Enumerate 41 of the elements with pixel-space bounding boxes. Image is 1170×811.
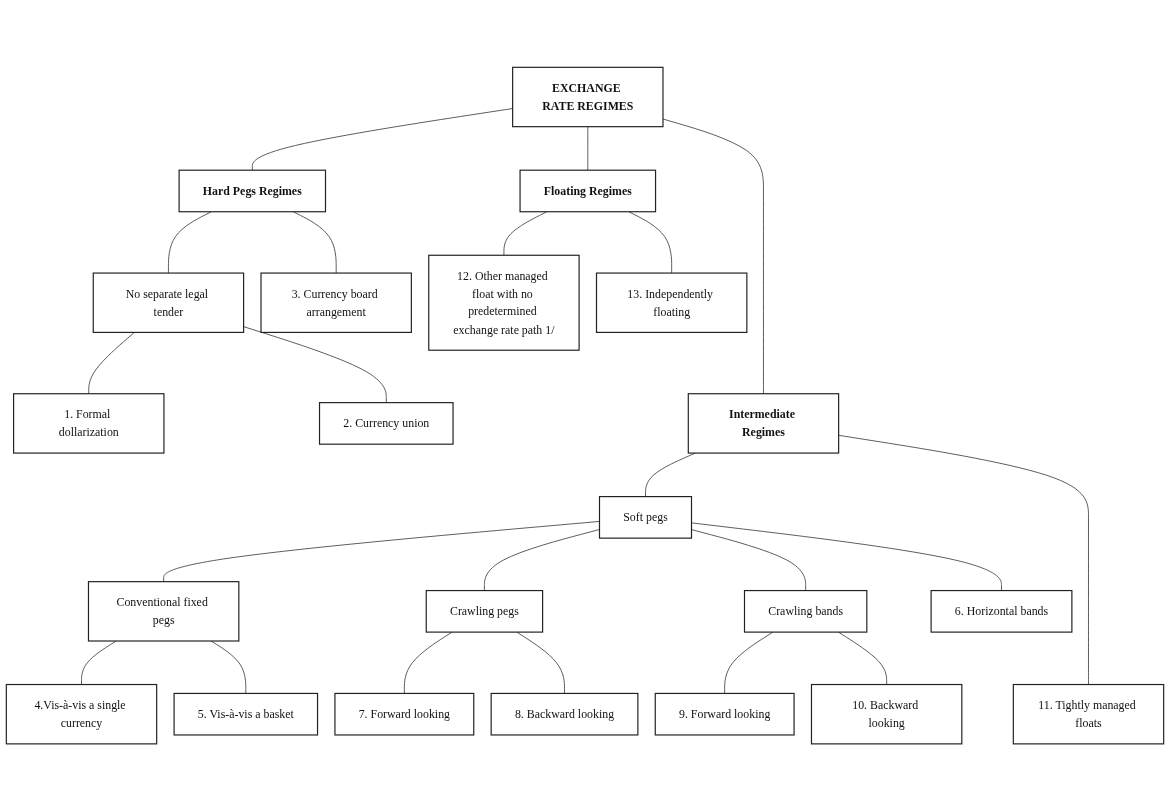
- node-box: Conventional fixed pegs: [87, 580, 240, 642]
- node-box: Crawling bands: [743, 589, 868, 633]
- node-box: 11. Tightly managed floats: [1012, 683, 1165, 745]
- connector: [838, 434, 1089, 685]
- connector: [691, 529, 807, 591]
- connector: [724, 631, 774, 694]
- node-box: 2. Currency union: [318, 401, 454, 445]
- node-box: EXCHANGE RATE REGIMES: [512, 66, 664, 128]
- node-box: Hard Pegs Regimes: [178, 169, 327, 213]
- node-box: 1. Formal dollarization: [13, 393, 165, 454]
- connector: [403, 631, 453, 694]
- node-box: Crawling pegs: [425, 589, 544, 633]
- node-box: Floating Regimes: [519, 169, 657, 213]
- connector: [243, 326, 387, 403]
- connector: [662, 118, 764, 394]
- node-box: 5. Vis-à-vis a basket: [173, 692, 319, 736]
- node-box: 3. Currency board arrangement: [260, 272, 412, 333]
- connector: [163, 520, 600, 582]
- connector: [645, 452, 696, 497]
- connector: [168, 211, 212, 274]
- node-box: 6. Horizontal bands: [930, 589, 1073, 633]
- node-box: 7. Forward looking: [334, 692, 475, 736]
- node-box: 12. Other managed float with no predetermined exchange rate path 1/: [428, 254, 580, 351]
- node-box: 4.Vis-à-vis a single currency: [5, 683, 158, 745]
- connector: [292, 211, 337, 274]
- connector: [503, 211, 548, 256]
- connector: [210, 640, 247, 694]
- node-box: 9. Forward looking: [654, 692, 795, 736]
- connector: [484, 529, 600, 591]
- connector: [587, 126, 589, 171]
- connector: [81, 640, 117, 685]
- connector: [691, 522, 1002, 591]
- node-box: No separate legal tender: [92, 272, 245, 333]
- node-box: Soft pegs: [598, 495, 693, 539]
- connector: [516, 631, 565, 694]
- connector: [88, 331, 135, 394]
- node-box: Intermediate Regimes: [687, 393, 840, 454]
- node-box: 13. Independently floating: [595, 272, 748, 333]
- connector: [628, 211, 673, 274]
- node-box: 8. Backward looking: [490, 692, 639, 736]
- node-box: 10. Backward looking: [810, 683, 963, 745]
